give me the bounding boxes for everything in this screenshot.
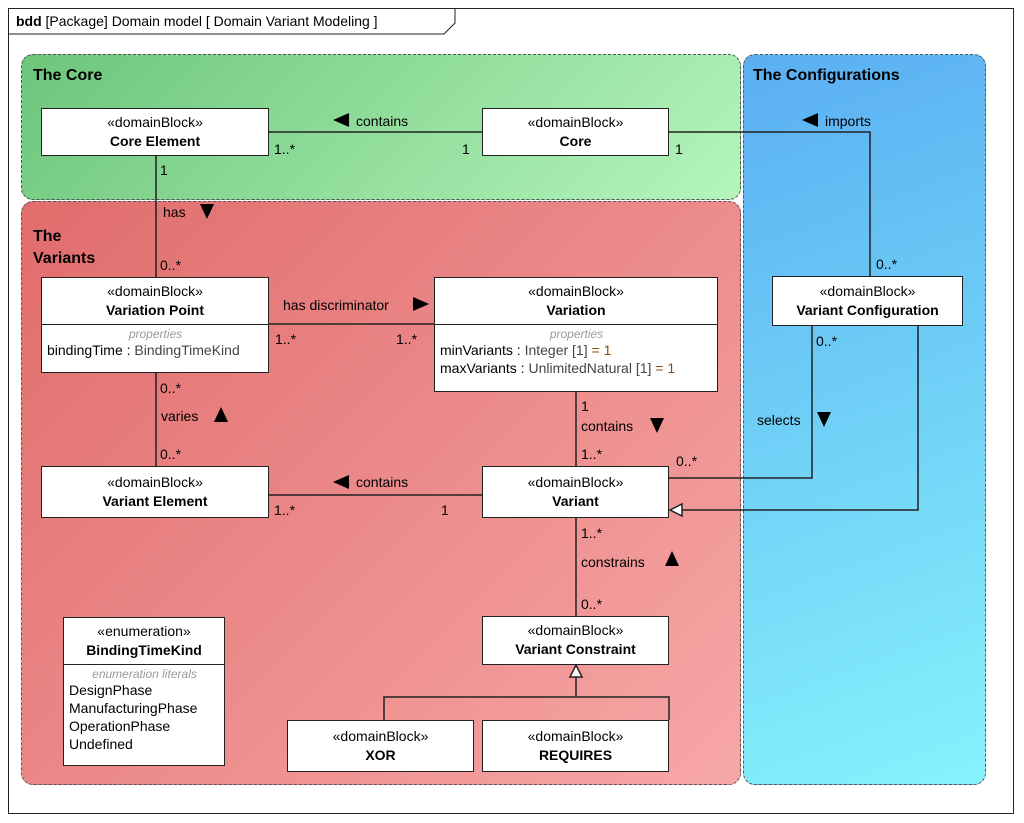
region-core-title: The Core [33,67,103,84]
property-row: maxVariants : UnlimitedNatural [1] = 1 [440,360,676,376]
label-varies: varies [161,408,199,424]
mult-varies-top: 0..* [160,380,182,396]
mult-core-contains-right: 1 [462,141,470,157]
mult-constrains-bottom: 0..* [581,596,603,612]
block-name: Core Element [109,132,201,149]
arrow-down-icon [817,412,831,427]
mult-variation-contains-bottom: 1..* [581,446,603,462]
region-variants-title-2: Variants [33,250,96,267]
label-variant-contains: contains [356,474,409,490]
literal-row: DesignPhase [69,682,153,698]
block-name: Variant [552,492,599,509]
arrow-down-icon [200,204,214,219]
block-stereotype: «domainBlock» [107,113,203,130]
frame-title: [Package] Domain model [ Domain Variant … [45,13,378,29]
block-name: Variation Point [105,302,204,318]
property-row: minVariants : Integer [1] = 1 [440,342,612,358]
properties-compartment: properties bindingTime : BindingTimeKind [42,324,268,359]
block-variant-configuration[interactable]: «domainBlock» Variant Configuration [772,276,963,326]
mult-has-discriminator-left: 1..* [275,331,297,347]
frame-tab-border [8,8,456,35]
block-name: Variant Constraint [515,641,636,657]
mult-core-imports-core: 1 [675,141,683,157]
block-name: Variant Configuration [796,301,939,318]
mult-has-bottom: 0..* [160,257,182,273]
frame-header: bdd [Package] Domain model [ Domain Vari… [8,8,392,34]
generalization-arrowhead-variant [668,502,683,518]
block-variation[interactable]: «domainBlock» Variation properties minVa… [434,277,718,392]
literal-row: OperationPhase [69,718,171,734]
line-core-imports [669,131,871,276]
block-stereotype: «domainBlock» [527,622,624,638]
section-label: properties [128,327,183,341]
label-core-contains: contains [356,113,409,129]
generalization-arrowhead-constraint [568,663,584,678]
block-stereotype: «domainBlock» [527,727,624,744]
section-label: properties [549,327,604,341]
mult-core-imports-config: 0..* [876,256,898,272]
arrow-up-icon [665,551,679,566]
block-variation-point[interactable]: «domainBlock» Variation Point properties… [41,277,269,373]
properties-compartment: properties minVariants : Integer [1] = 1… [435,324,717,377]
mult-varies-bottom: 0..* [160,446,182,462]
block-stereotype: «domainBlock» [527,473,624,490]
region-variants-title-1: The [33,228,62,245]
block-name: XOR [365,746,396,763]
literal-row: Undefined [69,736,133,752]
literal-row: ManufacturingPhase [69,700,198,716]
arrow-left-icon [333,113,349,127]
line-generalization-config [682,326,919,511]
block-name: REQUIRES [538,746,613,763]
block-binding-time-kind[interactable]: «enumeration» BindingTimeKind enumeratio… [63,617,225,766]
mult-selects-config: 0..* [816,333,838,349]
mult-core-contains-left: 1..* [274,141,296,157]
block-variant-element[interactable]: «domainBlock» Variant Element [41,466,269,518]
literals-compartment: enumeration literals DesignPhase Manufac… [64,664,224,753]
section-label: enumeration literals [92,667,197,681]
block-core[interactable]: «domainBlock» Core [482,108,669,156]
arrow-up-icon [214,407,228,422]
block-stereotype: «domainBlock» [107,283,203,299]
region-configurations [743,54,986,785]
label-variation-contains: contains [581,418,634,434]
arrow-right-icon [413,297,429,311]
arrow-down-icon [650,418,664,433]
block-core-element[interactable]: «domainBlock» Core Element [41,108,269,156]
mult-variant-contains-right: 1 [441,502,449,518]
mult-has-discriminator-right: 1..* [396,331,418,347]
label-selects: selects [757,412,801,428]
mult-selects-variant: 0..* [676,453,698,469]
label-has: has [163,204,186,220]
line-selects [669,326,813,479]
block-xor[interactable]: «domainBlock» XOR [287,720,474,772]
diagram-frame [8,8,1014,814]
block-name: Core [559,132,592,149]
arrow-left-icon [802,113,818,127]
block-variant[interactable]: «domainBlock» Variant [482,466,669,518]
block-name: Variant Element [102,492,208,509]
arrow-left-icon [333,475,349,489]
block-stereotype: «domainBlock» [819,282,916,299]
label-has-discriminator: has discriminator [283,297,389,313]
block-stereotype: «domainBlock» [528,283,624,299]
region-configurations-title: The Configurations [753,67,900,84]
label-constrains: constrains [581,554,645,570]
line-generalization-subtypes [383,696,670,720]
block-name: Variation [546,302,606,318]
mult-has-top: 1 [160,162,168,178]
block-stereotype: «domainBlock» [527,113,624,130]
frame-kind: bdd [16,13,42,29]
label-core-imports: imports [825,113,871,129]
mult-variation-contains-top: 1 [581,398,589,414]
property-row: bindingTime : BindingTimeKind [47,342,240,358]
block-stereotype: «domainBlock» [107,473,203,490]
block-requires[interactable]: «domainBlock» REQUIRES [482,720,669,772]
block-stereotype: «domainBlock» [332,727,429,744]
block-name: BindingTimeKind [86,642,202,658]
block-variant-constraint[interactable]: «domainBlock» Variant Constraint [482,616,669,665]
mult-constrains-top: 1..* [581,525,603,541]
block-stereotype: «enumeration» [97,623,191,639]
mult-variant-contains-left: 1..* [274,502,296,518]
